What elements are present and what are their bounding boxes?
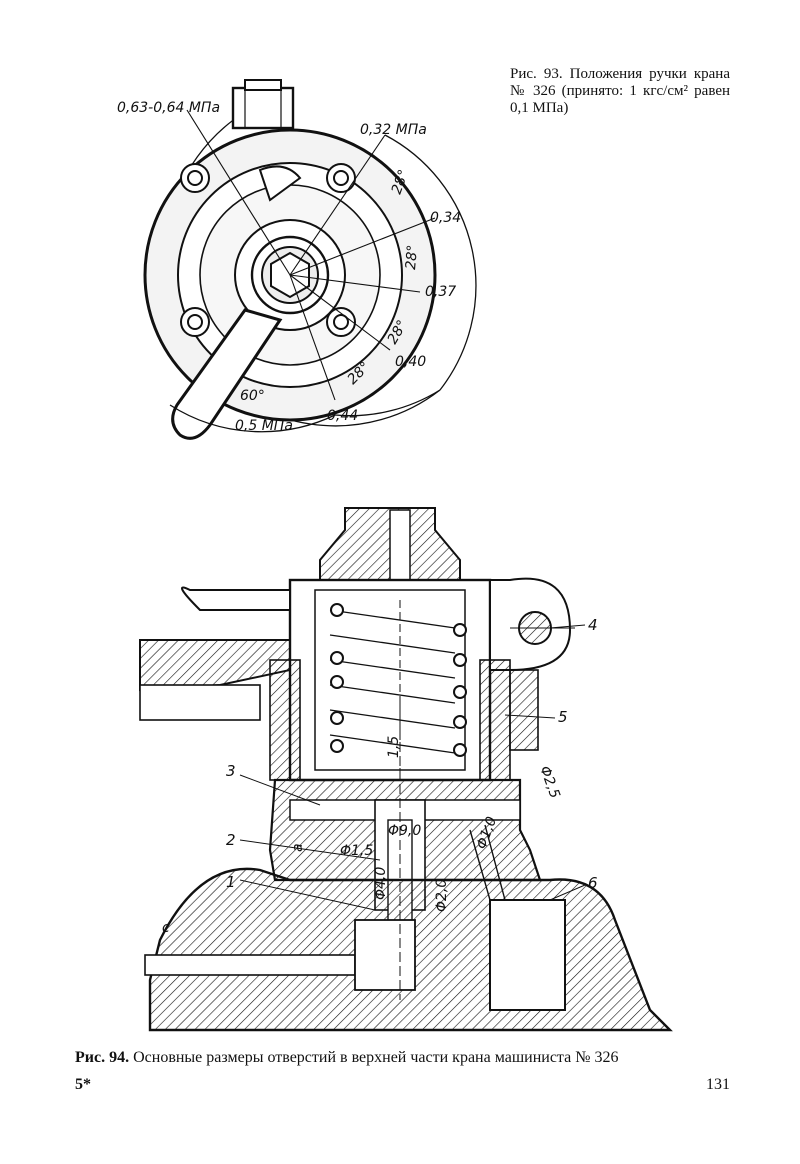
dimension-a: a	[290, 843, 306, 852]
figure-93-caption-prefix: Рис. 93.	[510, 66, 563, 82]
label-pressure-05: 0,5 МПа	[235, 418, 293, 434]
label-angle-60: 60°	[240, 388, 265, 404]
label-angle-28-a: 28°	[389, 168, 413, 197]
part-label-5: 5	[558, 708, 568, 726]
figure-94-caption-text: Основные размеры отверстий в верхней час…	[133, 1049, 619, 1066]
label-angle-28-b: 28°	[403, 244, 421, 270]
label-pressure-034: 0,34	[430, 210, 461, 226]
figure-94-caption-prefix: Рис. 94.	[75, 1049, 130, 1066]
dimension-phi-2-5: Φ2,5	[536, 764, 562, 801]
dimension-phi-1-5: Φ1,5	[340, 843, 373, 859]
page-number: 131	[706, 1076, 730, 1093]
figure-93-handle-positions: 0,63-0,64 МПа 0,32 МПа 0,34 0,37 0,40 0,…	[117, 79, 477, 440]
label-pressure-037: 0,37	[425, 284, 456, 300]
part-label-6: 6	[588, 874, 598, 892]
figure-93-caption: Рис. 93. Положения ручки крана № 326 (пр…	[510, 66, 730, 117]
dimension-phi-4-0: Φ4,0	[373, 867, 389, 900]
label-pressure-040: 0,40	[395, 354, 426, 370]
part-label-1: 1	[226, 873, 236, 891]
figure-94-cross-section: 4 5 3 2 1 6 1,5 Φ2,5 Φ9,0 Φ1,5 Φ1,0 Φ4,0…	[139, 507, 673, 1032]
signature-mark: 5*	[75, 1076, 91, 1093]
part-label-4: 4	[588, 616, 598, 634]
dimension-phi-2-0: Φ2,0	[434, 879, 450, 912]
dimension-1-5-top: 1,5	[386, 736, 402, 758]
label-pressure-063-064: 0,63-0,64 МПа	[117, 100, 220, 116]
figure-94-caption: Рис. 94. Основные размеры отверстий в ве…	[75, 1049, 735, 1067]
dimension-c: c	[162, 920, 170, 936]
figure-93-caption-text: Положения ручки крана № 326 (принято: 1 …	[510, 66, 730, 116]
part-label-3: 3	[226, 762, 236, 780]
label-pressure-044: 0,44	[327, 408, 358, 424]
dimension-phi-9-0: Φ9,0	[388, 823, 421, 839]
label-pressure-032: 0,32 МПа	[360, 122, 427, 138]
part-label-2: 2	[226, 831, 236, 849]
